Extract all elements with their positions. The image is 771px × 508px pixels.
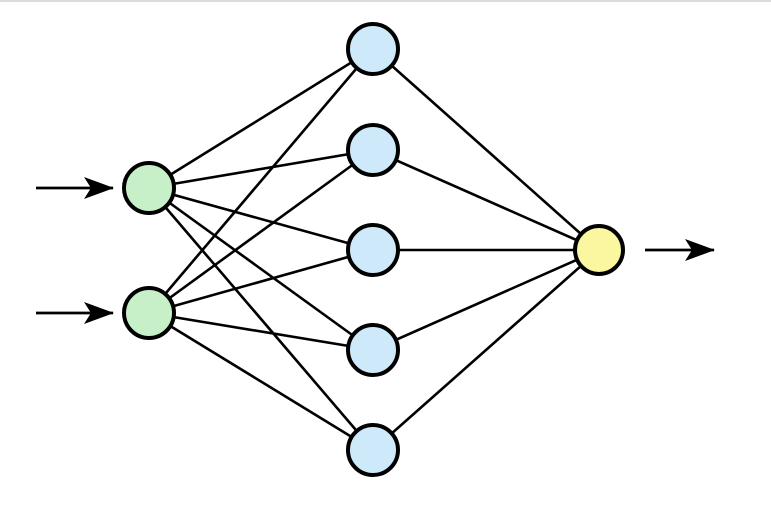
hidden-2-node bbox=[346, 123, 400, 177]
edge-hidden-5-output-1 bbox=[372, 249, 600, 451]
edge-input-1-hidden-3 bbox=[148, 186, 374, 252]
hidden-3-node bbox=[346, 223, 400, 277]
edge-hidden-2-output-1 bbox=[372, 148, 600, 252]
edge-input-2-hidden-5 bbox=[148, 311, 374, 452]
edge-input-2-hidden-4 bbox=[148, 311, 374, 352]
edge-hidden-4-output-1 bbox=[372, 248, 600, 352]
hidden-5-node bbox=[346, 423, 400, 477]
hidden-1-node bbox=[346, 22, 400, 76]
edge-input-2-hidden-2 bbox=[148, 148, 374, 315]
input-1-node bbox=[122, 161, 176, 215]
hidden-4-node bbox=[346, 323, 400, 377]
input-2-node bbox=[122, 286, 176, 340]
edge-hidden-1-output-1 bbox=[372, 48, 600, 251]
edge-input-1-hidden-1 bbox=[148, 47, 374, 190]
edge-input-1-hidden-5 bbox=[148, 187, 374, 451]
edge-input-2-hidden-3 bbox=[148, 248, 374, 315]
edge-input-1-hidden-4 bbox=[148, 186, 374, 352]
window-top-edge bbox=[0, 0, 771, 2]
edge-input-2-hidden-1 bbox=[148, 48, 374, 314]
output-1-node bbox=[573, 224, 625, 276]
edge-input-1-hidden-2 bbox=[148, 148, 374, 190]
